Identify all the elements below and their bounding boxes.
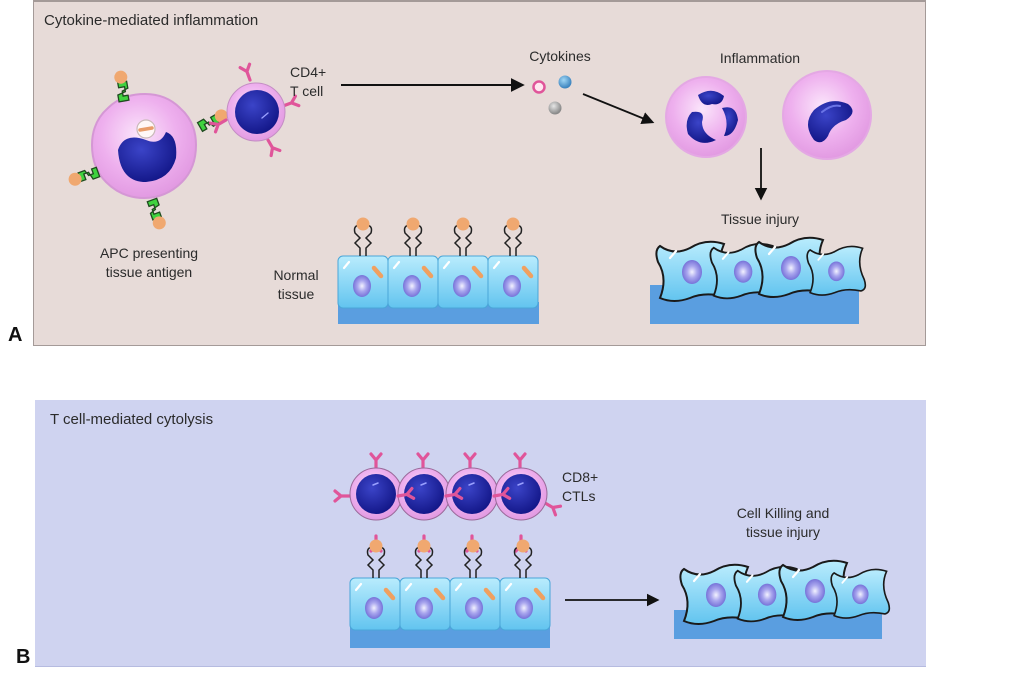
label-cell-killing: Cell Killing and tissue injury — [736, 505, 830, 540]
apc-nucleus — [118, 132, 177, 182]
neutrophil — [665, 76, 747, 158]
injured-tissue-b — [674, 559, 891, 639]
arrow-cytokines-to-inflammation — [582, 93, 655, 125]
normal-tissue-b — [350, 538, 550, 648]
label-tissue-injury: Tissue injury — [720, 211, 800, 227]
monocyte — [782, 70, 872, 160]
label-cd8-ctls: CD8+ CTLs — [562, 469, 599, 504]
label-inflammation: Inflammation — [719, 50, 801, 66]
injured-tissue-a — [650, 236, 867, 324]
panel-letter-b: B — [16, 646, 31, 668]
cytokine-molecules — [532, 75, 572, 115]
apc-cell — [90, 92, 198, 200]
normal-tissue-a — [338, 216, 539, 324]
panel-b-title: T cell-mediated cytolysis — [50, 411, 214, 428]
cd4-t-cell — [208, 62, 301, 158]
panel-letter-a: A — [8, 324, 23, 346]
cd8-ctl-cells — [333, 452, 563, 553]
label-cd4-t-cell: CD4+ T cell — [290, 64, 327, 99]
label-normal-tissue: Normal tissue — [273, 267, 319, 302]
label-cytokines: Cytokines — [529, 48, 591, 64]
panel-a-title: Cytokine-mediated inflammation — [44, 12, 259, 29]
label-apc: APC presenting tissue antigen — [99, 245, 199, 280]
